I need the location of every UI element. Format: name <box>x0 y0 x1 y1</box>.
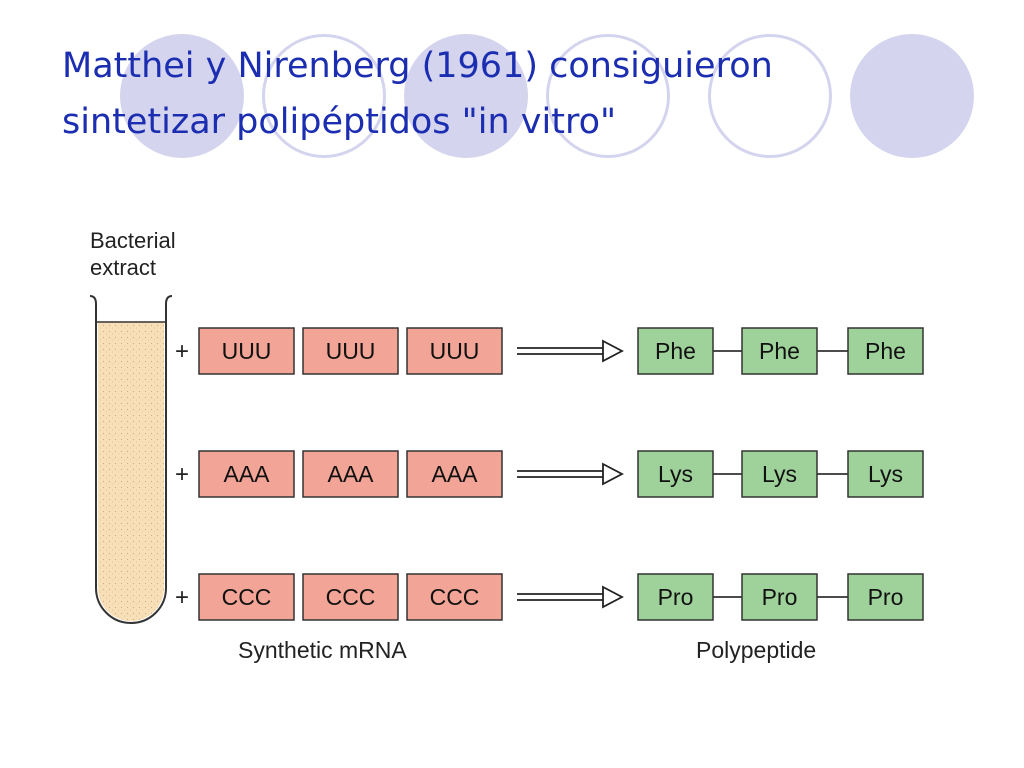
amino-acid-box <box>741 573 818 621</box>
amino-acid-box <box>847 573 924 621</box>
decor-circle-3 <box>404 34 528 158</box>
mrna-caption: Synthetic mRNA <box>238 637 407 663</box>
reaction-rows: + UUU UUU UUU Phe Phe Phe + AAA AAA AAA Lys Lys Lys + C… <box>175 327 924 621</box>
codon-label: UUU <box>430 338 480 364</box>
codon-label: UUU <box>222 338 272 364</box>
amino-acid-label: Pro <box>762 584 798 610</box>
codon-label: CCC <box>430 584 480 610</box>
amino-acid-label: Phe <box>655 338 696 364</box>
amino-acid-label: Pro <box>868 584 904 610</box>
codon-box <box>406 450 503 498</box>
amino-acid-label: Lys <box>762 461 797 487</box>
tube-label-line-1: Bacterial <box>90 228 176 253</box>
codon-label: UUU <box>326 338 376 364</box>
plus-sign: + <box>175 584 189 611</box>
reaction-row: + UUU UUU UUU Phe Phe Phe <box>175 327 924 375</box>
slide-title: Matthei y Nirenberg (1961) consiguieron … <box>62 38 962 150</box>
arrow-head-icon <box>602 462 624 486</box>
codon-label: CCC <box>326 584 376 610</box>
reaction-row: + CCC CCC CCC Pro Pro Pro <box>175 573 924 621</box>
amino-acid-box <box>637 450 714 498</box>
amino-acid-box <box>741 327 818 375</box>
amino-acid-box <box>637 573 714 621</box>
amino-acid-box <box>741 450 818 498</box>
amino-acid-box <box>637 327 714 375</box>
amino-acid-box <box>847 450 924 498</box>
slide-title-line-1: Matthei y Nirenberg (1961) consiguieron <box>62 46 773 86</box>
codon-box <box>302 327 399 375</box>
amino-acid-label: Lys <box>868 461 903 487</box>
reaction-row: + AAA AAA AAA Lys Lys Lys <box>175 450 924 498</box>
arrow-head-icon <box>602 585 624 609</box>
codon-box <box>302 573 399 621</box>
amino-acid-box <box>847 327 924 375</box>
codon-box <box>406 327 503 375</box>
decor-circle-4 <box>546 34 670 158</box>
amino-acid-label: Pro <box>658 584 694 610</box>
codon-label: AAA <box>431 461 478 487</box>
decor-circle-1 <box>120 34 244 158</box>
codon-box <box>198 327 295 375</box>
amino-acid-label: Lys <box>658 461 693 487</box>
tube-liquid <box>98 322 164 621</box>
codon-label: CCC <box>222 584 272 610</box>
decor-circle-5 <box>708 34 832 158</box>
tube-outline <box>89 295 173 624</box>
amino-acid-label: Phe <box>865 338 906 364</box>
codon-label: AAA <box>223 461 270 487</box>
codon-box <box>198 450 295 498</box>
arrow-head-icon <box>602 339 624 363</box>
amino-acid-label: Phe <box>759 338 800 364</box>
codon-label: AAA <box>327 461 374 487</box>
plus-sign: + <box>175 338 189 365</box>
codon-box <box>198 573 295 621</box>
slide-title-line-2: sintetizar polipéptidos "in vitro" <box>62 102 617 142</box>
plus-sign: + <box>175 461 189 488</box>
polypeptide-caption: Polypeptide <box>696 637 816 663</box>
decor-circle-6 <box>850 34 974 158</box>
codon-box <box>406 573 503 621</box>
tube-label-line-2: extract <box>90 255 156 280</box>
codon-box <box>302 450 399 498</box>
decor-circle-2 <box>262 34 386 158</box>
test-tube <box>89 295 173 624</box>
